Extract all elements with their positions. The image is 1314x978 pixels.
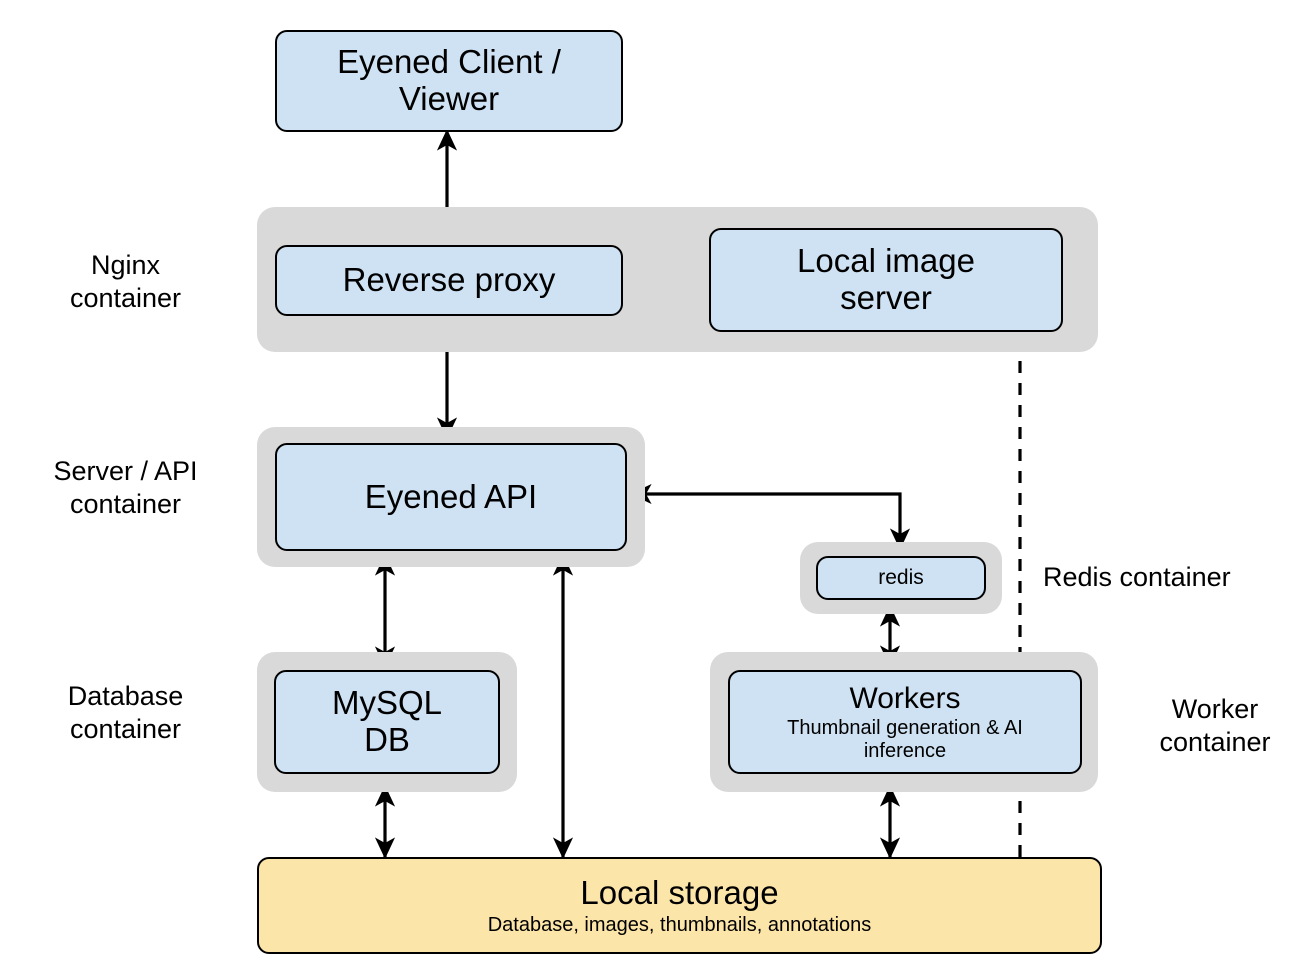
node-workers-title: Workers — [849, 681, 961, 715]
node-local-image-server[interactable]: Local image server — [709, 228, 1063, 332]
node-reverse-proxy[interactable]: Reverse proxy — [275, 245, 623, 316]
edge-api-redis — [630, 483, 911, 550]
node-workers[interactable]: Workers Thumbnail generation & AI infere… — [728, 670, 1082, 774]
label-redis-container: Redis container — [1043, 562, 1231, 592]
node-local-storage-subtitle: Database, images, thumbnails, annotation… — [487, 913, 872, 936]
label-nginx-container: Nginx container — [69, 250, 182, 313]
node-local-storage-title: Local storage — [580, 873, 779, 911]
node-workers-subtitle: Thumbnail generation & AI inference — [787, 717, 1023, 762]
label-worker-container: Worker container — [1159, 694, 1271, 757]
label-server-api-container: Server / API container — [53, 456, 198, 519]
node-redis[interactable]: redis — [816, 556, 986, 600]
node-mysql-db[interactable]: MySQL DB — [274, 670, 500, 774]
node-local-storage[interactable]: Local storage Database, images, thumbnai… — [257, 857, 1102, 954]
node-eyened-client-viewer[interactable]: Eyened Client / Viewer — [275, 30, 623, 132]
node-eyened-api[interactable]: Eyened API — [275, 443, 627, 551]
label-database-container: Database container — [67, 681, 184, 744]
